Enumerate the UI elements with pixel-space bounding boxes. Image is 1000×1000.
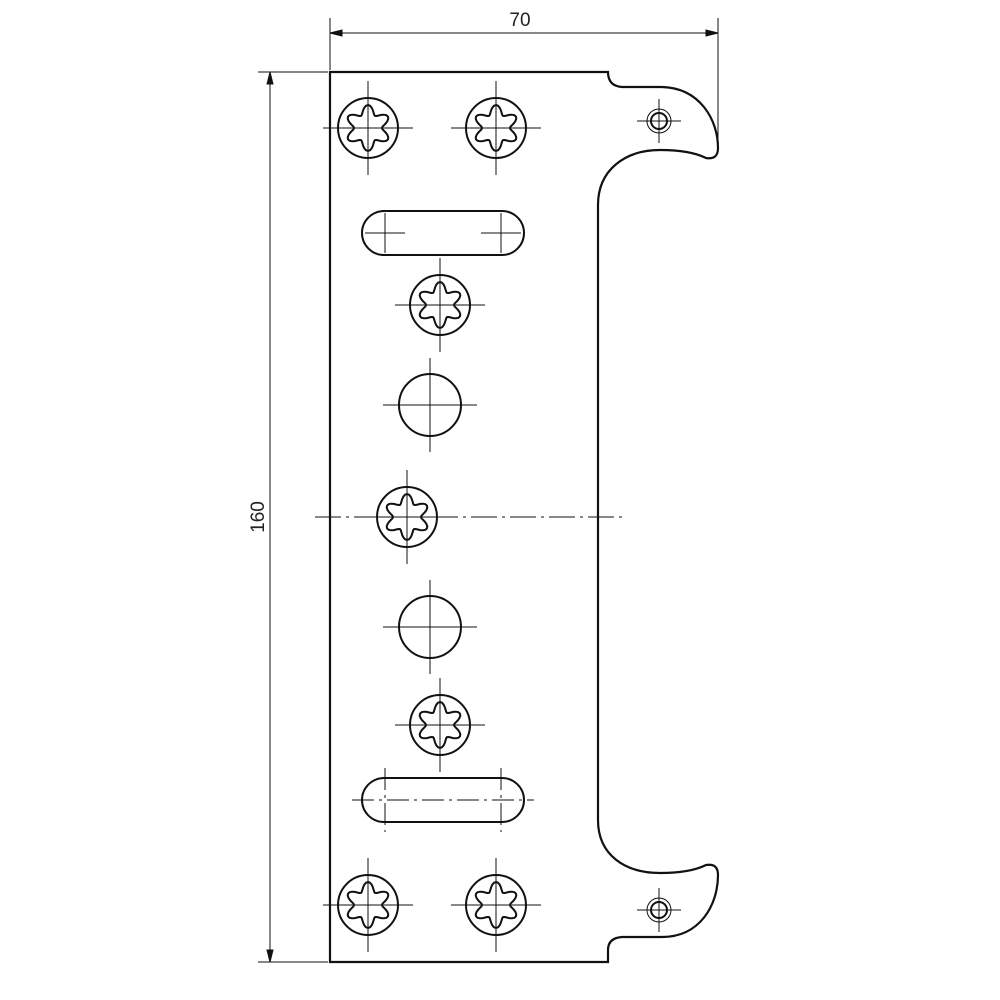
width-dimension-label: 70	[509, 10, 530, 31]
height-dimension-label: 160	[248, 501, 269, 533]
plate-outline	[328, 70, 720, 964]
width-arrows	[329, 29, 719, 37]
height-arrows	[266, 71, 274, 963]
slot-hole	[361, 210, 525, 256]
plate-features	[323, 81, 681, 952]
dimension-lines	[258, 18, 719, 963]
